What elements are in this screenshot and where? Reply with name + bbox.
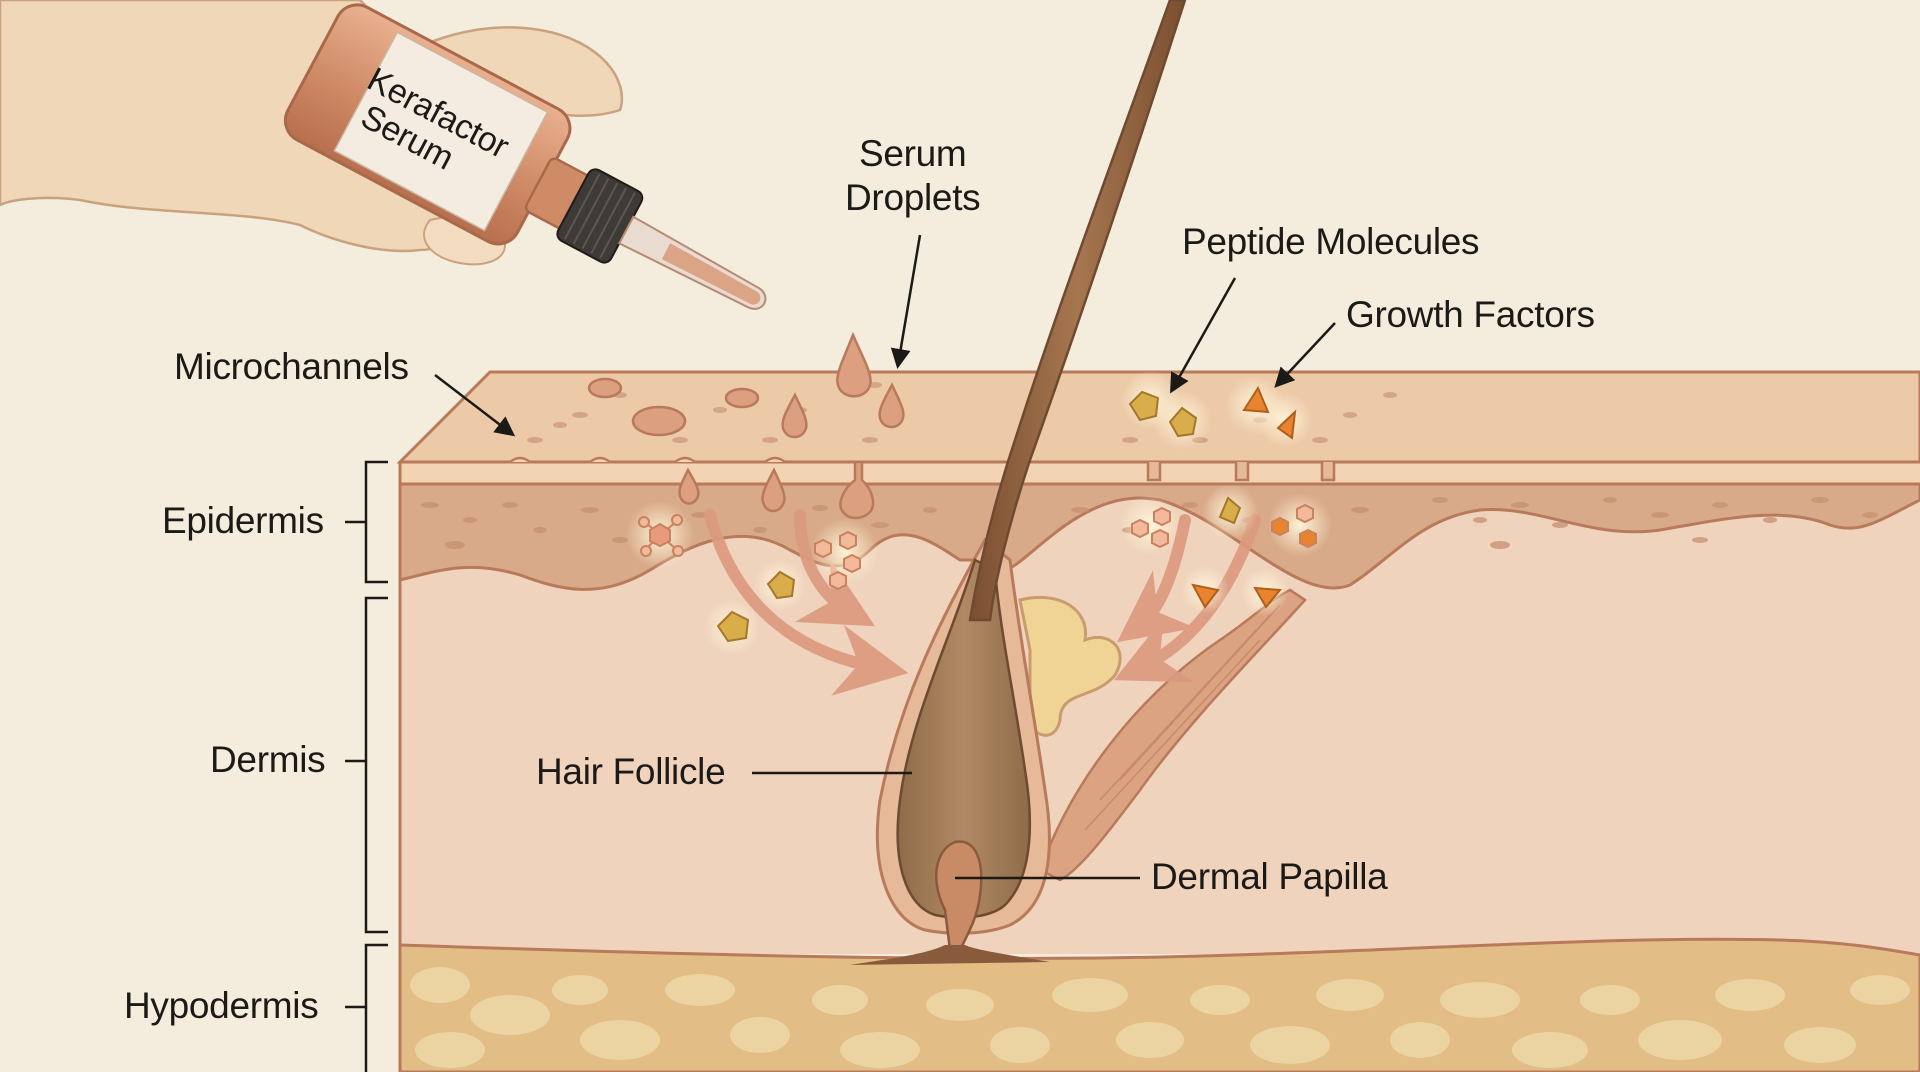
dermal-papilla-label: Dermal Papilla [1151,856,1388,897]
epidermis-layer [398,482,1920,591]
microchannels-label: Microchannels [174,346,409,387]
serum-droplets-label: Serum Droplets [845,132,981,221]
molecular-structures [638,503,1317,591]
growth-factors-label: Growth Factors [1346,294,1595,335]
serum-droplets [587,331,905,520]
hair-follicle-structure [850,0,1307,965]
peptide-molecules [716,390,1242,643]
serum-droplets-label-line1: Serum [858,133,967,174]
peptide-molecules-label: Peptide Molecules [1182,221,1480,262]
dermis-label: Dermis [210,739,326,780]
callout-leaders [345,234,1336,1072]
growth-factors [1191,385,1297,609]
serum-droplets-label-line2: Droplets [845,177,981,219]
hand-with-dropper [0,0,767,310]
hypodermis-label: Hypodermis [124,985,319,1026]
epidermis-label: Epidermis [162,500,324,541]
hair-follicle-label: Hair Follicle [536,751,726,792]
